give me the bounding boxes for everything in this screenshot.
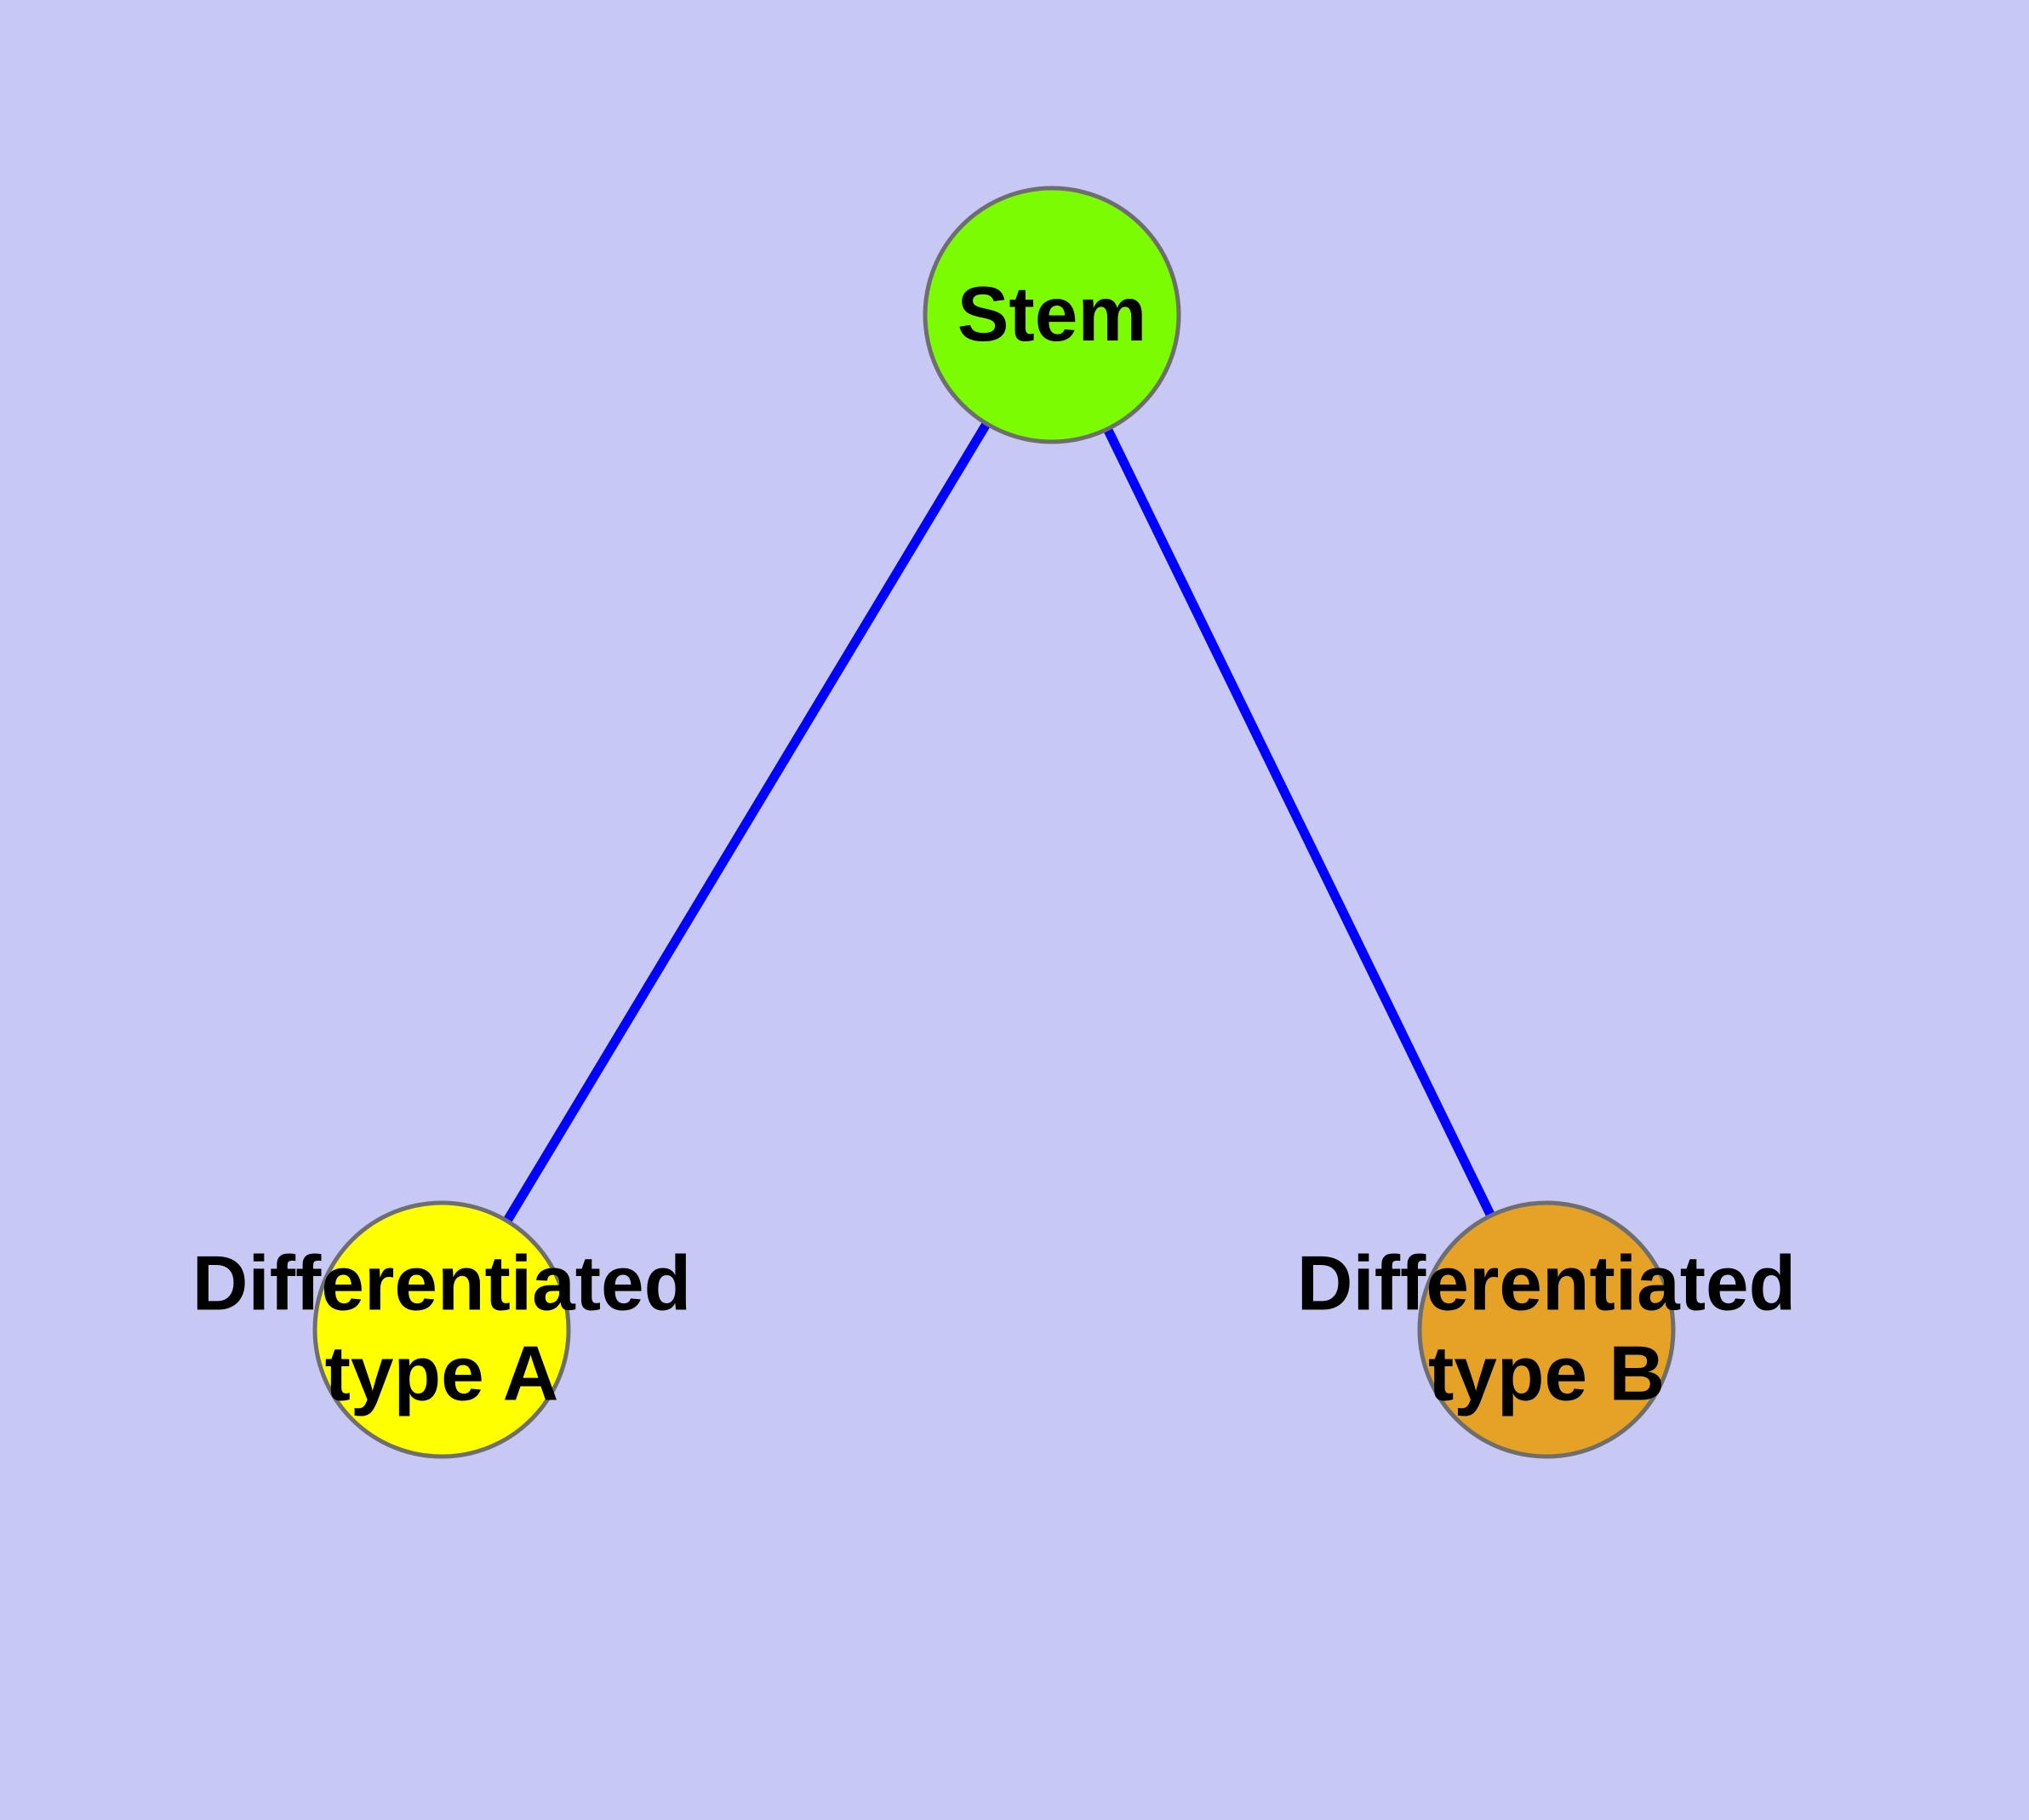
node-circle-type-b [1417, 1200, 1676, 1459]
node-circle-stem [923, 186, 1181, 444]
edge-stem-type-b [1048, 312, 1551, 1332]
node-circle-type-a [312, 1200, 571, 1459]
edge-stem-type-a [437, 312, 1056, 1332]
